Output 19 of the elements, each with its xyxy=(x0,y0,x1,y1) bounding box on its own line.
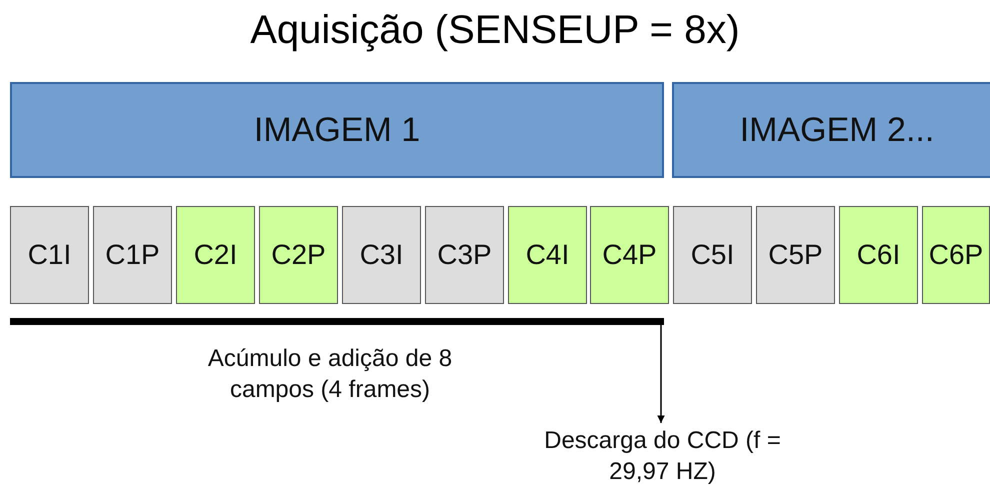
field-cell: C6I xyxy=(839,206,918,304)
field-cell: C6P xyxy=(922,206,990,304)
field-cell: C3I xyxy=(342,206,421,304)
time-bar: IMAGEM 2... xyxy=(672,82,990,178)
thick-bar xyxy=(10,318,664,325)
field-cell: C5P xyxy=(756,206,835,304)
field-cell: C4I xyxy=(508,206,587,304)
field-cell: C2I xyxy=(176,206,255,304)
field-cell: C3P xyxy=(425,206,504,304)
field-cell: C2P xyxy=(259,206,338,304)
field-cell: C1I xyxy=(10,206,89,304)
note-text: Acúmulo e adição de 8 campos (4 frames) xyxy=(206,344,454,405)
field-cell: C5I xyxy=(673,206,752,304)
title: Aquisição (SENSEUP = 8x) xyxy=(249,8,741,53)
time-bar: IMAGEM 1 xyxy=(10,82,664,178)
field-cell: C1P xyxy=(93,206,172,304)
field-cell: C4P xyxy=(590,206,669,304)
caption-text: Descarga do CCD (f = 29,97 HZ) xyxy=(530,425,795,488)
arrow xyxy=(657,325,665,423)
